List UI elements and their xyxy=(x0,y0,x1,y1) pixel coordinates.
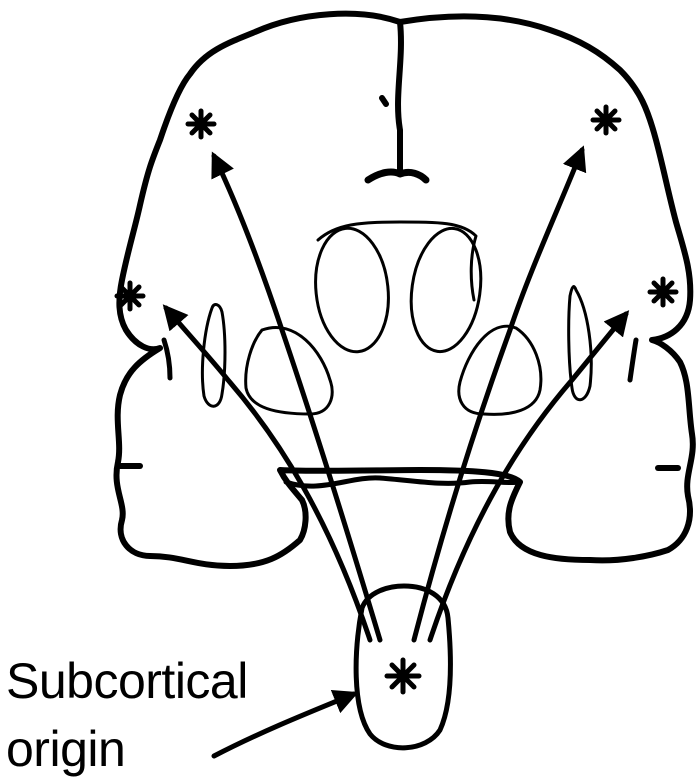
brain-outline xyxy=(116,14,692,566)
asterisk-icon xyxy=(188,111,214,137)
left-sylvian-notch xyxy=(164,340,170,378)
projection-arrow-left-lower xyxy=(166,308,370,640)
right-sylvian-notch xyxy=(630,340,636,380)
right-lateral-ventricle xyxy=(404,224,489,356)
caption-origin: origin xyxy=(6,724,125,774)
left-lentiform xyxy=(246,328,333,414)
longitudinal-fissure xyxy=(398,22,401,174)
asterisk-icon xyxy=(650,279,676,305)
corpus-callosum-base xyxy=(368,172,426,180)
diencephalon-boundary xyxy=(286,478,520,486)
asterisk-icon xyxy=(117,283,143,309)
asterisk-icon xyxy=(387,660,419,692)
ventricle-surround xyxy=(318,222,476,300)
right-lentiform xyxy=(459,326,541,414)
left-lateral-ventricle xyxy=(310,225,395,356)
asterisk-icon xyxy=(593,107,619,133)
cingulate-sulcus-mark xyxy=(382,98,386,104)
caption-subcortical: Subcortical xyxy=(6,656,248,706)
